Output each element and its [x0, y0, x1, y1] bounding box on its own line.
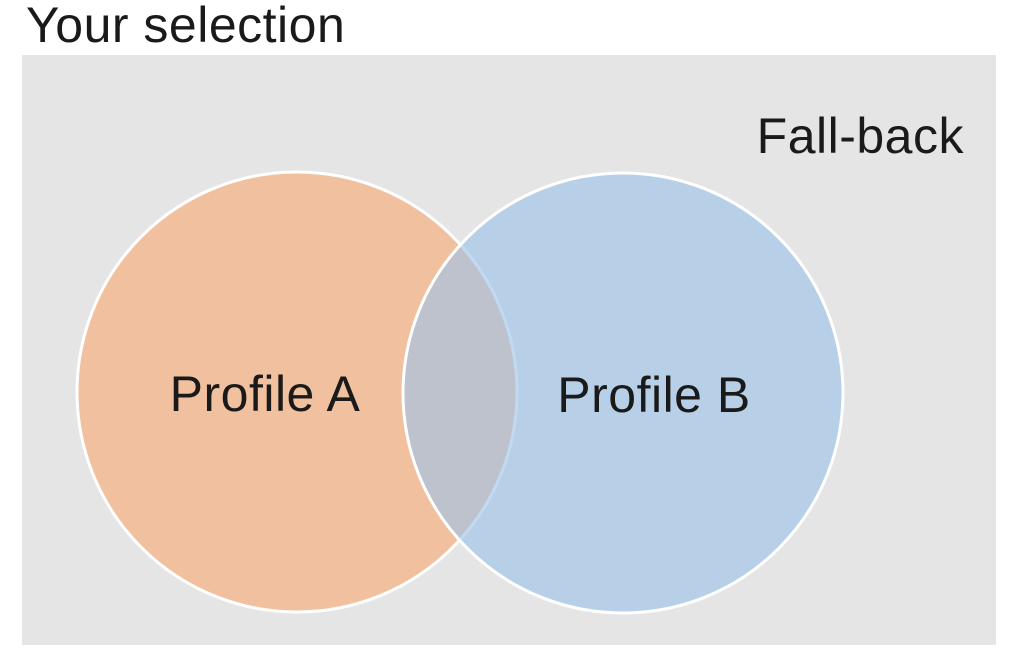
- fallback-label: Fall-back: [756, 108, 964, 164]
- page-title: Your selection: [26, 0, 346, 53]
- profile-b-label: Profile B: [557, 367, 750, 423]
- profile-b-circle: [401, 171, 845, 615]
- profile-a-label: Profile A: [170, 366, 361, 422]
